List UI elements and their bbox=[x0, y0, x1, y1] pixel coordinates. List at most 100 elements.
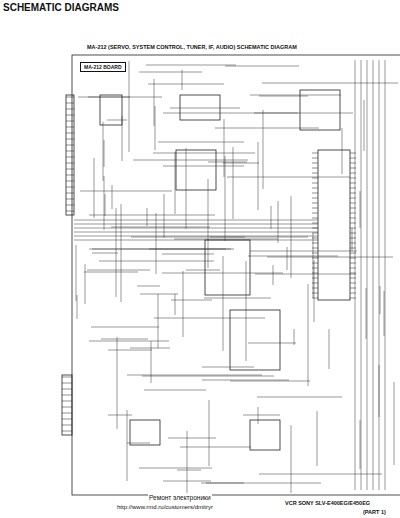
ic-pin bbox=[312, 178, 318, 179]
wire bbox=[101, 339, 148, 340]
wire bbox=[223, 163, 259, 164]
connector-pin bbox=[62, 431, 72, 432]
ic-pin bbox=[312, 288, 318, 289]
wire bbox=[164, 194, 165, 238]
wire bbox=[133, 160, 248, 161]
ic-pin bbox=[312, 203, 318, 204]
wire bbox=[380, 286, 381, 314]
connector-pin bbox=[66, 139, 74, 140]
wire bbox=[186, 270, 220, 271]
connector-pin bbox=[66, 133, 74, 134]
wire bbox=[139, 72, 202, 73]
connector-pin bbox=[66, 109, 74, 110]
wire bbox=[233, 147, 234, 219]
wire bbox=[225, 66, 299, 67]
ic-pin bbox=[312, 208, 318, 209]
ic-pin bbox=[350, 263, 356, 264]
ic-block bbox=[180, 95, 220, 120]
wire bbox=[250, 95, 341, 96]
wire bbox=[204, 298, 271, 299]
wire bbox=[208, 162, 247, 163]
wire bbox=[248, 343, 296, 344]
connector-pin bbox=[62, 407, 72, 408]
wire bbox=[329, 329, 330, 369]
ic-pin bbox=[312, 198, 318, 199]
wire bbox=[259, 96, 308, 97]
wire bbox=[186, 148, 187, 229]
wire bbox=[85, 264, 86, 304]
wire bbox=[158, 294, 159, 348]
wire bbox=[89, 341, 169, 342]
wire bbox=[182, 70, 183, 90]
bus-line bbox=[74, 236, 318, 237]
ic-block bbox=[250, 420, 280, 450]
ic-pin bbox=[312, 218, 318, 219]
wire bbox=[111, 227, 210, 228]
ic-pin bbox=[350, 168, 356, 169]
wire bbox=[215, 128, 319, 129]
wire bbox=[259, 474, 382, 475]
connector-strip bbox=[66, 95, 74, 215]
wire bbox=[287, 247, 288, 270]
connector-pin bbox=[66, 115, 74, 116]
connector-pin bbox=[66, 199, 74, 200]
wire bbox=[147, 208, 148, 226]
bus-line bbox=[361, 60, 362, 490]
ic-pin bbox=[312, 273, 318, 274]
wire bbox=[263, 110, 264, 189]
ic-pin bbox=[350, 198, 356, 199]
wire bbox=[122, 116, 123, 161]
wire bbox=[273, 265, 274, 285]
wire bbox=[76, 245, 77, 301]
wire bbox=[243, 415, 280, 416]
wire bbox=[175, 152, 176, 214]
wire bbox=[202, 380, 289, 381]
wire bbox=[224, 119, 225, 177]
ic-pin bbox=[350, 218, 356, 219]
ic-pin bbox=[350, 278, 356, 279]
wire bbox=[171, 300, 212, 301]
connector-pin bbox=[66, 211, 74, 212]
wire bbox=[364, 100, 365, 151]
ic-pin bbox=[312, 278, 318, 279]
wire bbox=[227, 177, 350, 178]
connector-pin bbox=[66, 205, 74, 206]
wire bbox=[116, 208, 117, 297]
ic-pin bbox=[312, 168, 318, 169]
ic-block bbox=[230, 310, 280, 370]
wire bbox=[130, 348, 170, 349]
wire bbox=[308, 284, 309, 386]
wire bbox=[84, 272, 138, 273]
wire bbox=[202, 367, 254, 368]
connector-pin bbox=[66, 121, 74, 122]
wire bbox=[121, 204, 122, 302]
wire bbox=[146, 65, 236, 66]
wire bbox=[105, 194, 106, 216]
connector-pin bbox=[66, 193, 74, 194]
ic-pin bbox=[350, 158, 356, 159]
wire bbox=[78, 97, 162, 98]
ic-pin bbox=[312, 158, 318, 159]
connector-pin bbox=[62, 413, 72, 414]
wire bbox=[352, 228, 353, 251]
ic-pin bbox=[350, 233, 356, 234]
ic-pin bbox=[312, 268, 318, 269]
connector-pin bbox=[66, 187, 74, 188]
wire bbox=[208, 179, 209, 268]
bus-line bbox=[355, 60, 356, 490]
ic-pin bbox=[350, 248, 356, 249]
ic-block bbox=[205, 240, 250, 295]
watermark-url: http://www.rmd.ru/customers/dmitryr bbox=[116, 504, 214, 511]
ic-pin bbox=[312, 298, 318, 299]
ic-pin bbox=[312, 253, 318, 254]
ic-pin bbox=[350, 203, 356, 204]
connector-pin bbox=[66, 181, 74, 182]
wire bbox=[230, 381, 310, 382]
ic-pin bbox=[312, 293, 318, 294]
ic-pin bbox=[312, 243, 318, 244]
board-frame bbox=[72, 55, 400, 495]
wire bbox=[254, 113, 353, 114]
part-number: (PART 1) bbox=[362, 509, 387, 515]
ic-pin bbox=[350, 213, 356, 214]
